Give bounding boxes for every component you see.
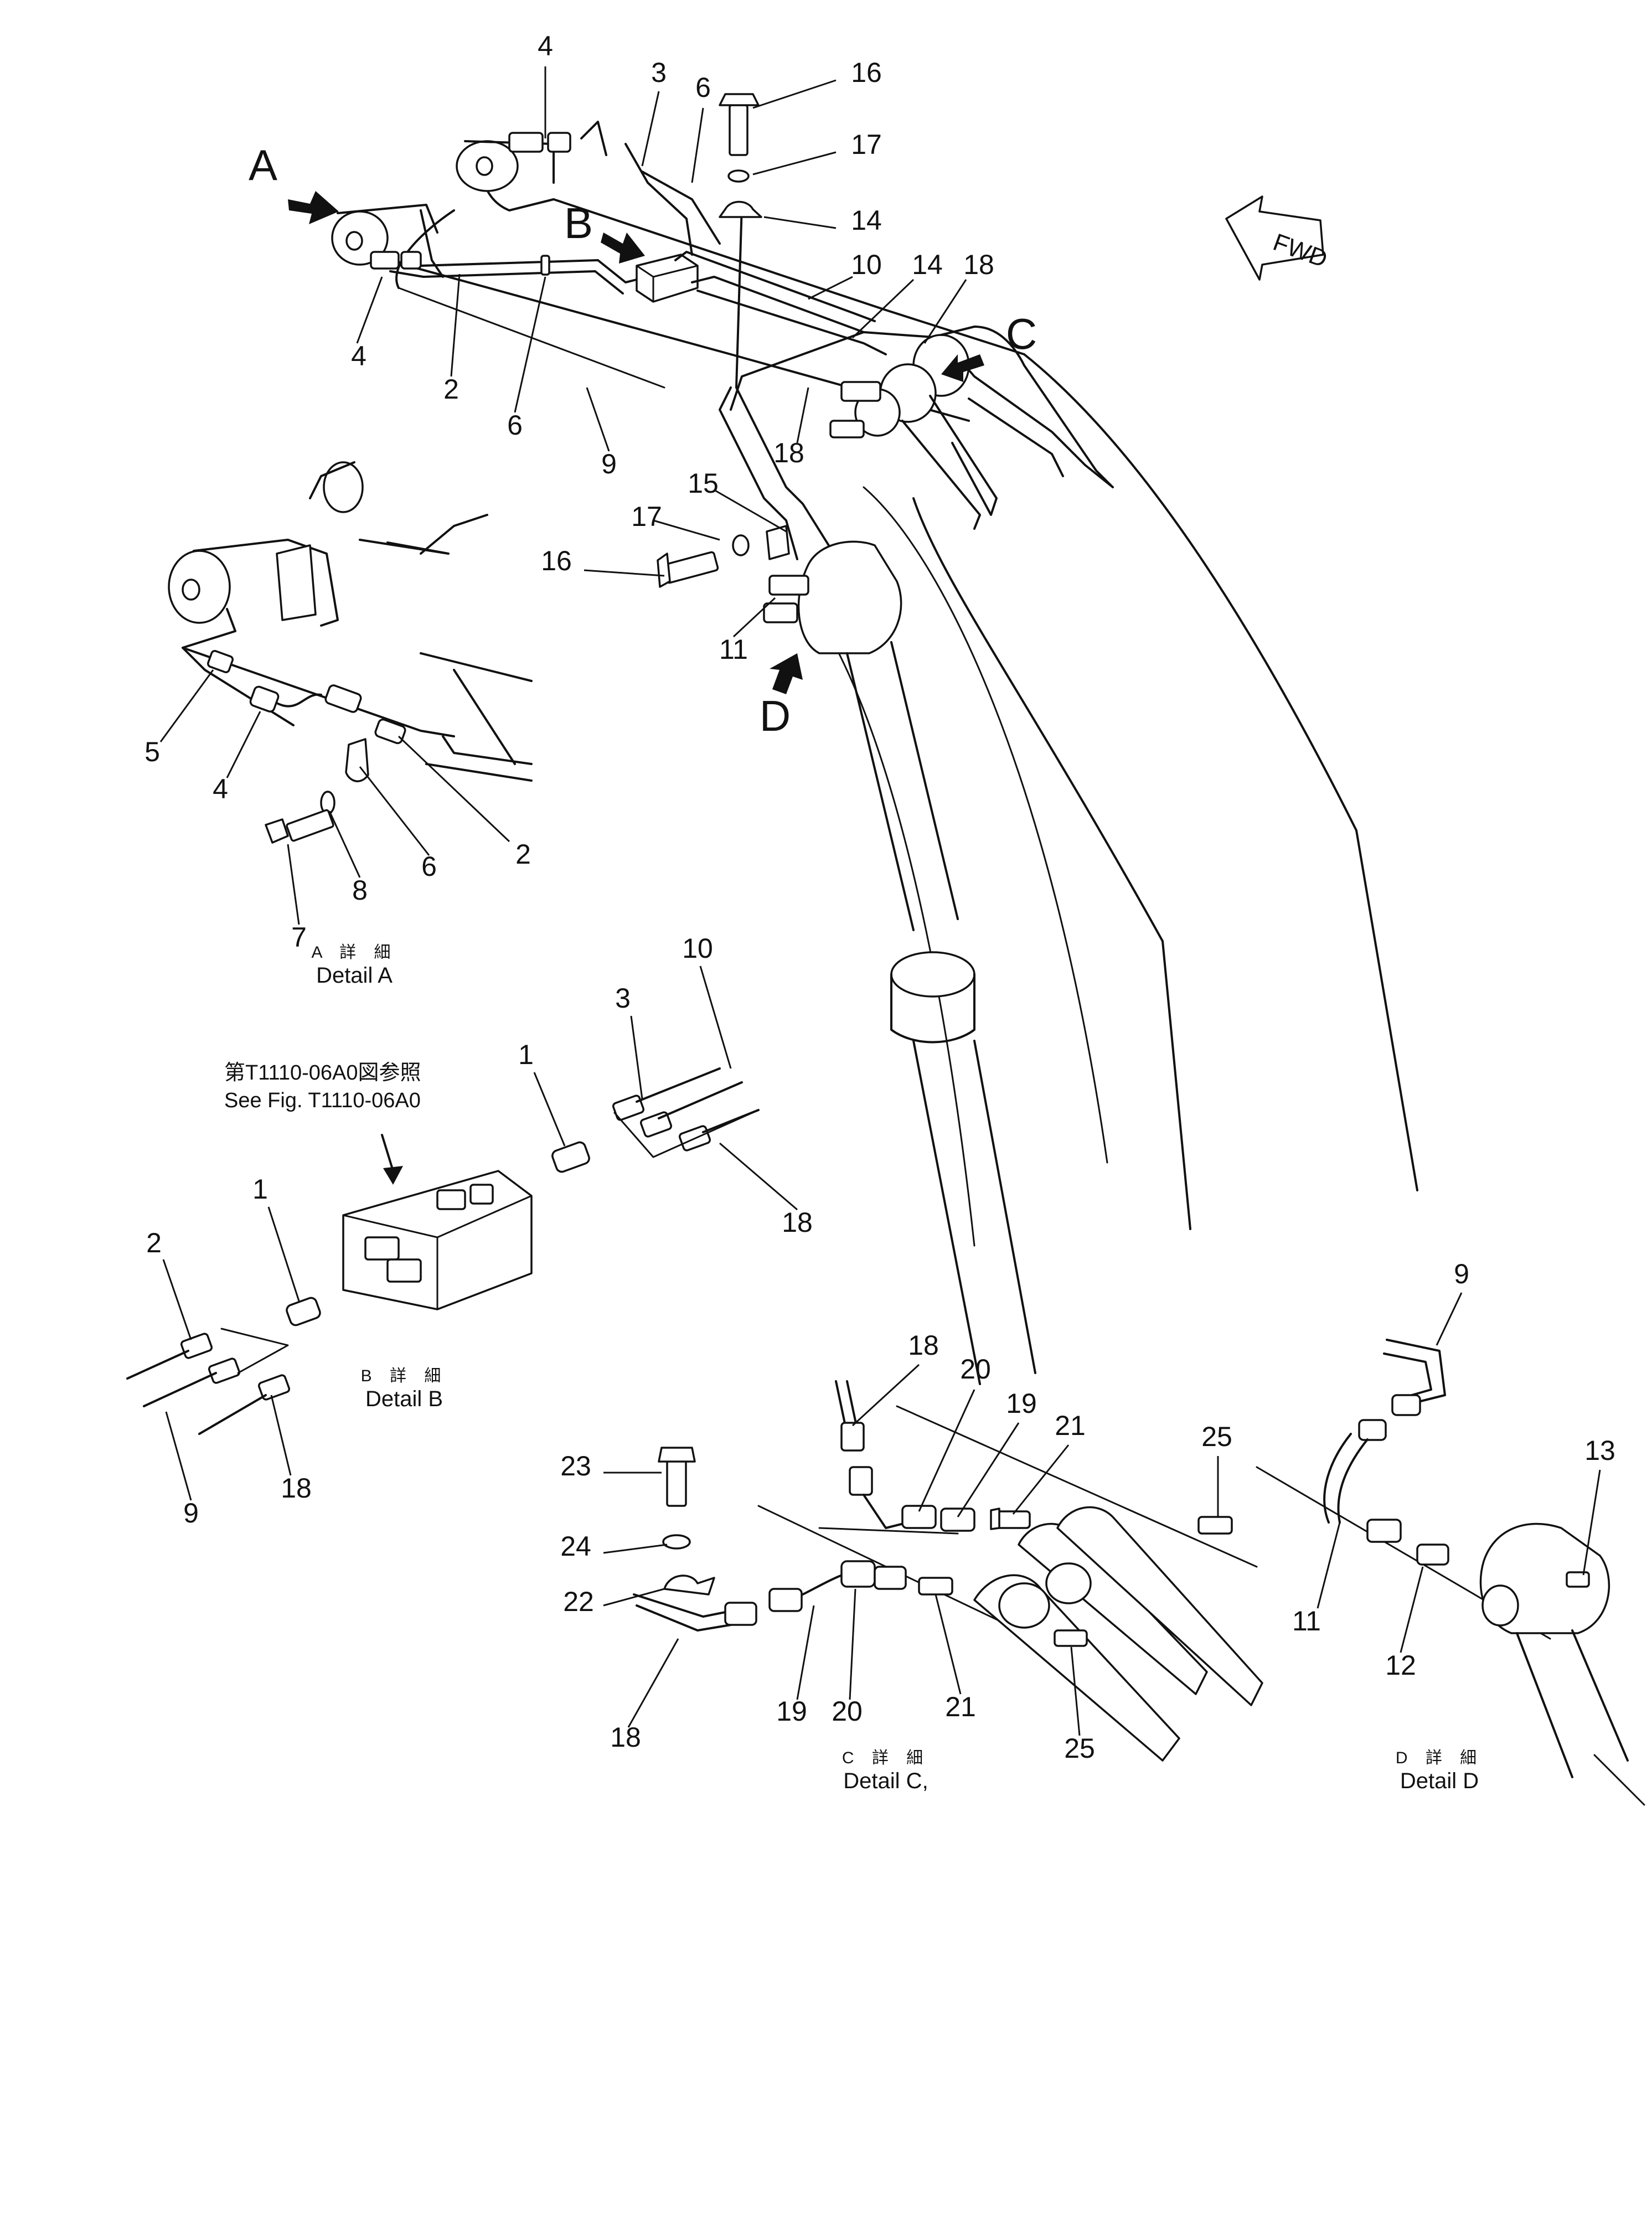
reference-jp: 第T1110-06A0図参照: [224, 1061, 421, 1085]
view-letter-a: A: [249, 141, 277, 189]
part-callout: 18: [773, 437, 804, 468]
view-letter-c: C: [1006, 309, 1037, 358]
part-callout: 6: [421, 851, 437, 882]
part-callout: 2: [443, 374, 459, 405]
detail-caption: Detail A: [316, 963, 393, 988]
arrow-a-icon: [288, 191, 339, 224]
detail-caption: Detail C,: [843, 1769, 928, 1793]
part-callout: 15: [688, 468, 719, 499]
part-callout: 22: [563, 1586, 594, 1617]
part-callout: 14: [851, 205, 882, 236]
arrow-b-icon: [601, 233, 645, 264]
part-callout: 6: [695, 72, 711, 103]
part-callout: 9: [1454, 1258, 1469, 1289]
view-letters: A B C D: [249, 141, 1037, 740]
part-callout: 4: [213, 773, 228, 804]
part-callout: 1: [518, 1039, 534, 1070]
part-callout: 19: [776, 1696, 807, 1727]
part-callout: 16: [851, 57, 882, 88]
detail-caption-jp: A 詳 細: [311, 943, 397, 962]
fwd-indicator: FWD: [1225, 195, 1331, 281]
part-callout: 3: [651, 57, 667, 88]
part-callout: 16: [541, 545, 572, 576]
view-letter-b: B: [564, 199, 593, 247]
detail-caption: Detail B: [365, 1387, 443, 1411]
part-callout: 4: [538, 30, 553, 61]
detail-c-drawing: [633, 1380, 1263, 1762]
view-arrows: [288, 191, 984, 694]
part-callout: 2: [146, 1227, 162, 1258]
view-letter-d: D: [760, 691, 791, 740]
part-callout: 18: [281, 1473, 312, 1504]
part-callout: 25: [1064, 1733, 1095, 1764]
part-callout: 9: [183, 1498, 199, 1529]
detail-caption-jp: D 詳 細: [1396, 1749, 1483, 1767]
part-callout: 7: [291, 922, 307, 953]
detail-b-drawing: [126, 1067, 760, 1435]
part-callout: 20: [832, 1696, 863, 1727]
part-callout: 1: [252, 1174, 268, 1205]
part-callout: 10: [851, 249, 882, 280]
part-callout: 4: [351, 340, 366, 371]
part-callout: 24: [560, 1531, 591, 1562]
part-callout: 2: [515, 839, 531, 870]
reference-en: See Fig. T1110-06A0: [224, 1089, 421, 1112]
part-callout: 20: [960, 1354, 991, 1385]
part-callout: 13: [1584, 1435, 1615, 1466]
part-callout: 17: [851, 129, 882, 160]
arrow-c-icon: [941, 354, 984, 382]
arrow-d-icon: [770, 653, 803, 694]
part-callout: 21: [945, 1691, 976, 1722]
part-callout: 19: [1006, 1388, 1037, 1419]
part-callout: 18: [908, 1330, 939, 1361]
part-callout: 6: [507, 410, 523, 441]
part-callout: 3: [615, 983, 631, 1014]
part-callout: 10: [682, 933, 713, 964]
part-callout: 18: [610, 1722, 641, 1753]
part-callout: 21: [1055, 1410, 1086, 1441]
part-callout: 14: [912, 249, 943, 280]
part-callout: 17: [631, 501, 662, 532]
detail-a-drawing: [168, 461, 533, 844]
part-callout: 25: [1201, 1421, 1232, 1452]
detail-caption: Detail D: [1400, 1769, 1479, 1793]
leader-lines: [159, 66, 1601, 1736]
part-callout: 11: [1292, 1605, 1321, 1637]
part-callout: 11: [719, 634, 748, 665]
detail-d-drawing: [1256, 1339, 1645, 1806]
part-callout: 8: [352, 875, 368, 906]
part-callout: 18: [963, 249, 994, 280]
part-callout: 23: [560, 1450, 591, 1481]
part-callout: 12: [1385, 1650, 1416, 1681]
detail-caption-jp: B 詳 細: [361, 1367, 448, 1385]
part-callout: 5: [144, 736, 160, 767]
main-assembly-drawing: [331, 93, 1418, 1385]
figure-reference: 第T1110-06A0図参照 See Fig. T1110-06A0: [224, 1061, 421, 1112]
part-callout: 18: [782, 1207, 813, 1238]
part-callout: 9: [601, 448, 617, 479]
detail-caption-jp: C 詳 細: [842, 1749, 930, 1767]
